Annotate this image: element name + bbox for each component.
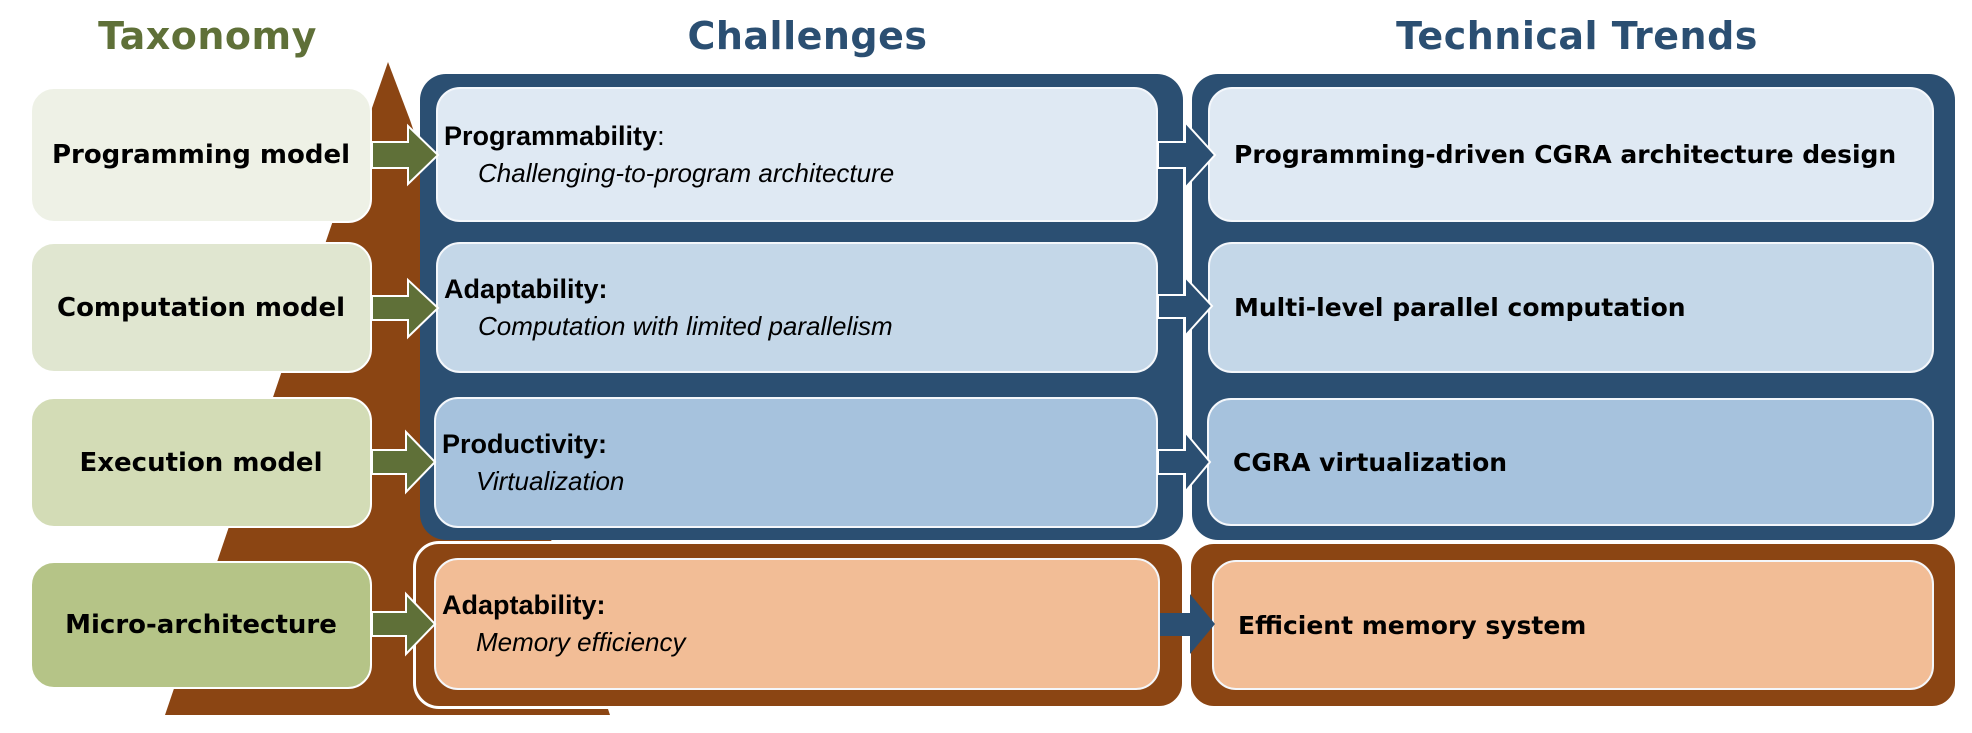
technical-trends-header: Technical Trends	[1396, 14, 1758, 58]
taxonomy-computation-model: Computation model	[30, 242, 372, 373]
challenge-detail: Virtualization	[476, 465, 625, 496]
challenge-detail: Memory efficiency	[476, 627, 686, 657]
trend-label: Programming-driven CGRA architecture des…	[1234, 140, 1897, 169]
taxonomy-label: Programming model	[51, 140, 351, 170]
challenge-card-adaptability-computation: Adaptability: Computation with limited p…	[436, 242, 1158, 373]
challenge-card-programmability: Programmability: Challenging-to-program …	[436, 87, 1158, 222]
challenge-card-adaptability-memory: Adaptability: Memory efficiency	[434, 558, 1160, 690]
challenge-title: Adaptability:	[444, 273, 608, 304]
trend-label: Efficient memory system	[1238, 610, 1587, 640]
challenge-title: Programmability	[444, 120, 658, 151]
taxonomy-micro-architecture: Micro-architecture	[30, 561, 372, 689]
trend-card-programming-driven: Programming-driven CGRA architecture des…	[1208, 87, 1934, 222]
challenge-title: Adaptability:	[442, 590, 606, 620]
trend-label: Multi-level parallel computation	[1234, 293, 1686, 322]
trend-card-multi-level-parallel: Multi-level parallel computation	[1208, 242, 1934, 373]
taxonomy-execution-model: Execution model	[30, 397, 372, 528]
challenge-detail: Computation with limited parallelism	[478, 310, 893, 341]
trend-card-memory-system: Efficient memory system	[1212, 560, 1934, 690]
challenge-title: Productivity:	[442, 428, 608, 459]
challenge-card-productivity: Productivity: Virtualization	[434, 397, 1158, 528]
taxonomy-header: Taxonomy	[98, 14, 317, 58]
challenges-header: Challenges	[687, 14, 928, 58]
trend-label: CGRA virtualization	[1233, 447, 1508, 477]
taxonomy-programming-model: Programming model	[30, 87, 372, 223]
trend-card-virtualization: CGRA virtualization	[1207, 398, 1934, 526]
challenge-colon: :	[657, 120, 665, 151]
taxonomy-label: Execution model	[79, 447, 323, 478]
taxonomy-label: Micro-architecture	[65, 610, 337, 640]
challenge-detail: Challenging-to-program architecture	[478, 157, 895, 188]
taxonomy-label: Computation model	[56, 292, 345, 323]
